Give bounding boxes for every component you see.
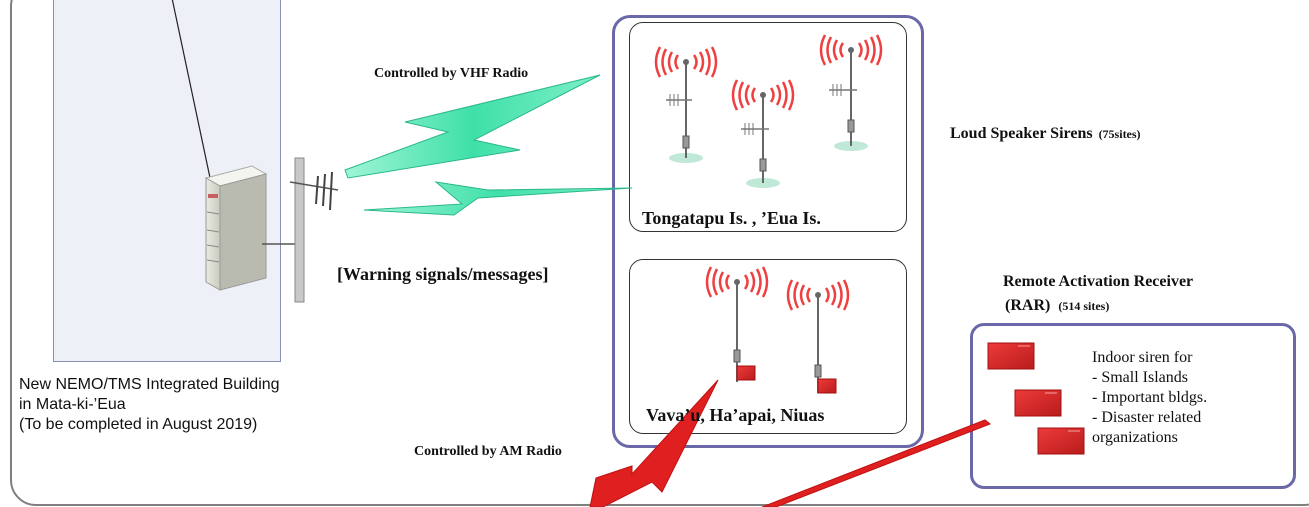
loud-speaker-siren-icon <box>821 35 881 151</box>
tongatapu-site-box <box>629 22 907 232</box>
am-control-label: Controlled by AM Radio <box>414 444 562 459</box>
loud-speaker-sirens-group <box>612 15 924 448</box>
vhf-control-label: Controlled by VHF Radio <box>374 66 529 81</box>
loud-speaker-sirens-label: Loud Speaker Sirens <box>950 125 1093 142</box>
loud-speaker-sirens-count: (75sites) <box>1098 127 1141 141</box>
vhf-bolt-lower-icon <box>363 181 633 216</box>
indoor-siren-icon <box>1014 389 1062 417</box>
indoor-siren-icon <box>987 342 1035 370</box>
building-caption: New NEMO/TMS Integrated Building in Mata… <box>19 375 280 435</box>
loud-speaker-siren-icon <box>788 280 848 394</box>
building-caption-line: in Mata-ki-’Eua <box>19 396 126 413</box>
rar-description-line: - Small Islands <box>1092 369 1188 386</box>
rar-abbrev: (RAR) <box>1005 297 1051 314</box>
server-cabinet-icon <box>204 165 268 291</box>
vavau-site-box <box>629 259 907 434</box>
rar-count: (514 sites) <box>1058 299 1110 313</box>
vhf-antenna-mast-icon <box>262 157 339 303</box>
vhf-bolt-upper-icon <box>344 74 601 179</box>
building-caption-line: New NEMO/TMS Integrated Building <box>19 376 280 393</box>
am-bolt-right-icon <box>761 419 991 507</box>
rar-description-line: Indoor siren for <box>1092 349 1193 366</box>
am-bolt-left-icon <box>589 379 719 507</box>
diagram-frame <box>10 0 1309 506</box>
warning-signals-label: [Warning signals/messages] <box>337 264 549 284</box>
rar-description-line: - Important bldgs. <box>1092 389 1208 406</box>
rar-description-line: organizations <box>1092 429 1178 446</box>
rar-description-line: - Disaster related <box>1092 409 1202 426</box>
loud-speaker-siren-icon <box>733 80 793 188</box>
rar-title-line1: Remote Activation Receiver <box>1003 273 1194 290</box>
loud-speaker-siren-icon <box>707 267 767 382</box>
loud-speaker-sirens-title: Loud Speaker Sirens (75sites) <box>950 125 1141 143</box>
rar-description: Indoor siren for - Small Islands - Impor… <box>1092 348 1207 448</box>
vavau-group-label: Vava’u, Ha’apai, Niuas <box>646 405 825 425</box>
indoor-siren-icon <box>1037 427 1085 455</box>
building-caption-line: (To be completed in August 2019) <box>19 416 258 433</box>
antenna-cable <box>171 0 214 193</box>
tongatapu-group-label: Tongatapu Is. , ’Eua Is. <box>642 208 821 228</box>
rar-title-line2: (RAR) (514 sites) <box>1005 297 1109 315</box>
loud-speaker-siren-icon <box>656 47 716 163</box>
